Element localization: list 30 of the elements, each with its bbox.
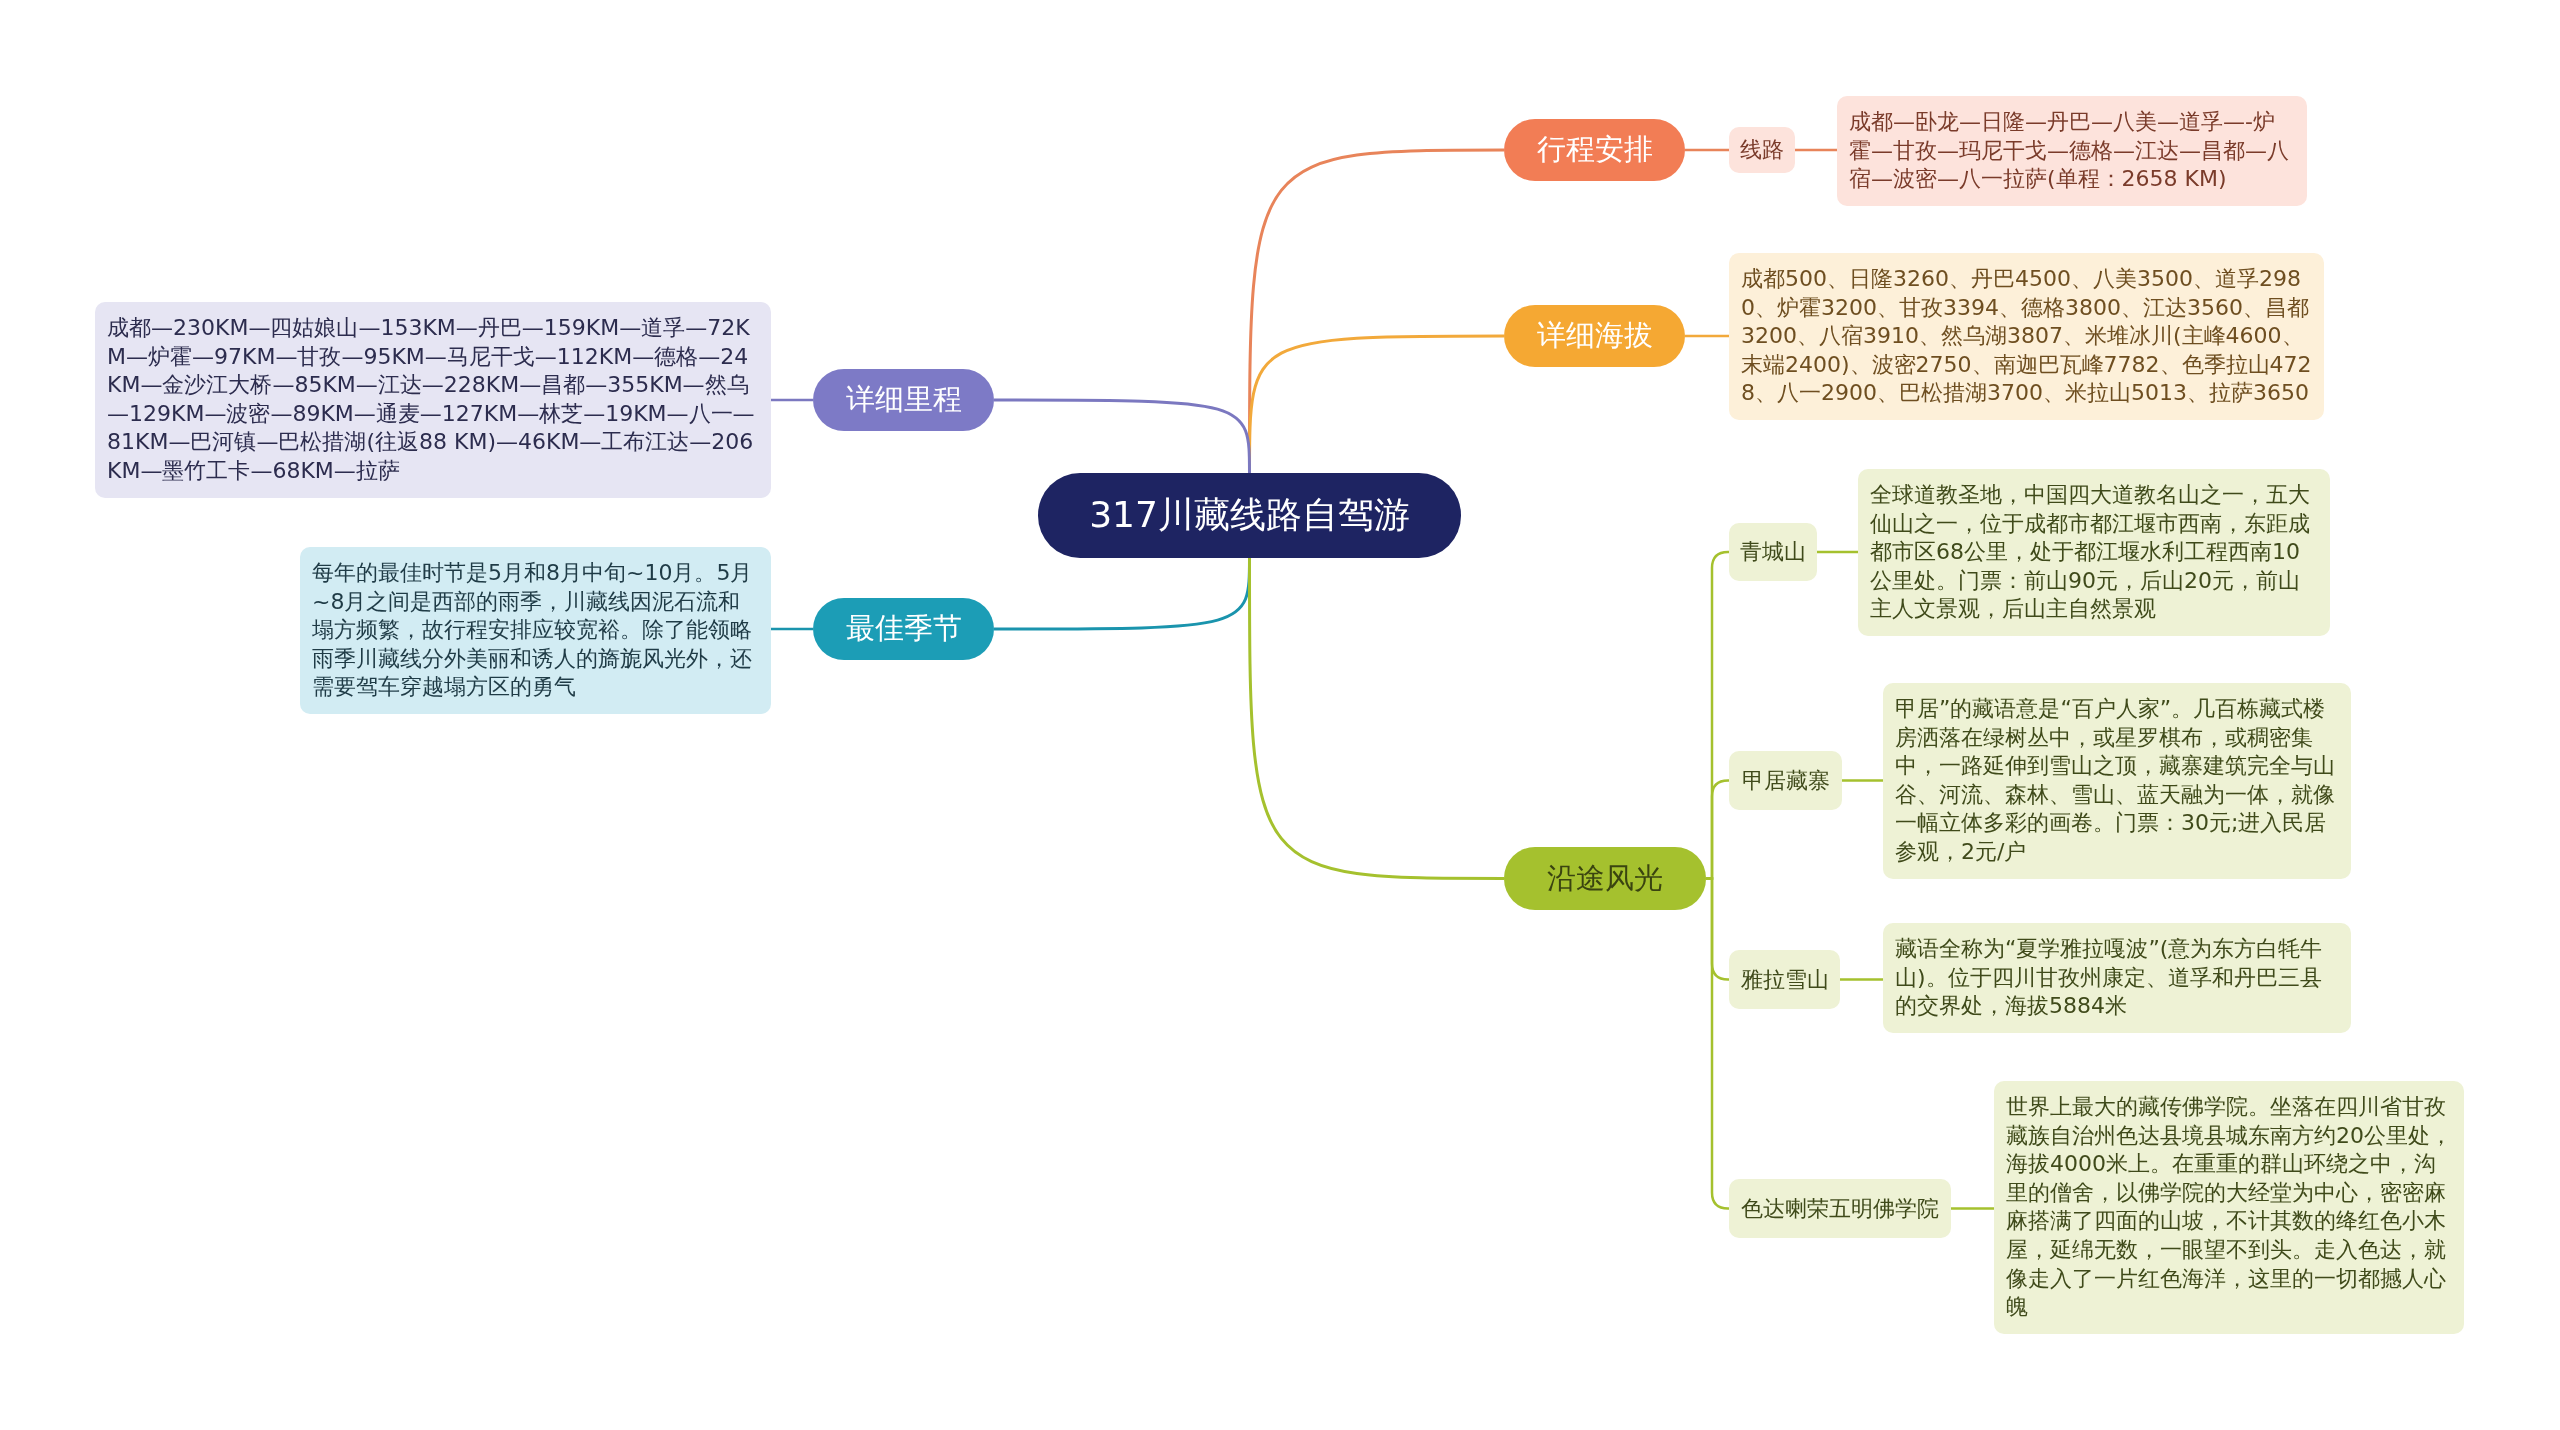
connector-line xyxy=(1795,148,1837,152)
note-box: 成都—卧龙—日隆—丹巴—八美—道孚—-炉霍—甘孜—玛尼干戈—德格—江达—昌都—八宿—波密—八一拉萨(单程：2658 KM) xyxy=(1837,96,2307,206)
note-box: 成都500、日隆3260、丹巴4500、八美3500、道孚2980、炉霍3200、甘孜3394、德格3800、江达3560、昌都3200、八宿3910、然乌湖3807、米堆冰川(主峰4600、末端2400)、波密2750、南迦巴瓦峰7782、色季拉山4728、八一2900、巴松措湖3700、米拉山5013、拉萨3650 xyxy=(1729,253,2324,420)
note-box: 甲居”的藏语意是“百户人家”。几百栋藏式楼房洒落在绿树丛中，或星罗棋布，或稠密集中，一路延伸到雪山之顶，藏寨建筑完全与山谷、河流、森林、雪山、蓝天融为一体，就像一幅立体多彩的画卷。门票：30元;进入民居参观，2元/户 xyxy=(1883,683,2351,879)
subtopic-box: 甲居藏寨 xyxy=(1729,751,1842,810)
note-box: 藏语全称为“夏学雅拉嘎波”(意为东方白牦牛山)。位于四川甘孜州康定、道孚和丹巴三县的交界处，海拔5884米 xyxy=(1883,923,2351,1033)
connector-line xyxy=(1248,558,1504,880)
connector-line xyxy=(771,398,813,402)
subtopic-box: 线路 xyxy=(1729,127,1795,173)
central-topic: 317川藏线路自驾游 xyxy=(1038,473,1461,558)
note-box: 成都—230KM—四姑娘山—153KM—丹巴—159KM—道孚—72KM—炉霍—97KM—甘孜—95KM—马尼干戈—112KM—德格—24KM—金沙江大桥—85KM—江达—228KM—昌都—355KM—然乌—129KM—波密—89KM—通麦—127KM—林芝—19KM—八一—81KM—巴河镇—巴松措湖(往返88 KM)—46KM—工布江达—206 KM—墨竹工卡—68KM—拉萨 xyxy=(95,302,771,498)
branch-topic: 详细海拔 xyxy=(1504,305,1685,367)
note-box: 每年的最佳时节是5月和8月中旬~10月。5月~8月之间是西部的雨季，川藏线因泥石流和塌方频繁，故行程安排应较宽裕。除了能领略雨季川藏线分外美丽和诱人的旖旎风光外，还需要驾车穿越塌方区的勇气 xyxy=(300,547,771,714)
note-box: 世界上最大的藏传佛学院。坐落在四川省甘孜藏族自治州色达县境县城东南方约20公里处，海拔4000米上。在重重的群山环绕之中，沟里的僧舍，以佛学院的大经堂为中心，密密麻麻搭满了四面的山坡，不计其数的绛红色小木屋，延绵无数，一眼望不到头。走入色达，就像走入了一片红色海洋，这里的一切都撼人心魄 xyxy=(1994,1081,2464,1334)
subtopic-box: 雅拉雪山 xyxy=(1729,950,1840,1009)
branch-topic: 详细里程 xyxy=(813,369,994,431)
connector-line xyxy=(771,627,813,631)
subtopic-box: 色达喇荣五明佛学院 xyxy=(1729,1179,1951,1238)
branch-topic: 行程安排 xyxy=(1504,119,1685,181)
connector-line xyxy=(1685,148,1729,152)
connector-line xyxy=(1817,550,1858,554)
branch-topic: 最佳季节 xyxy=(813,598,994,660)
subtopic-box: 青城山 xyxy=(1729,523,1817,581)
note-box: 全球道教圣地，中国四大道教名山之一，五大仙山之一，位于成都市都江堰市西南，东距成都市区68公里，处于都江堰水利工程西南10公里处。门票：前山90元，后山20元，前山主人文景观，后山主自然景观 xyxy=(1858,469,2330,636)
connector-line xyxy=(1685,334,1729,338)
connector-line xyxy=(1951,1207,1994,1210)
connector-line xyxy=(1840,978,1883,981)
connector-line xyxy=(1842,779,1883,782)
connector-line xyxy=(994,398,1251,473)
branch-topic: 沿途风光 xyxy=(1504,847,1706,910)
